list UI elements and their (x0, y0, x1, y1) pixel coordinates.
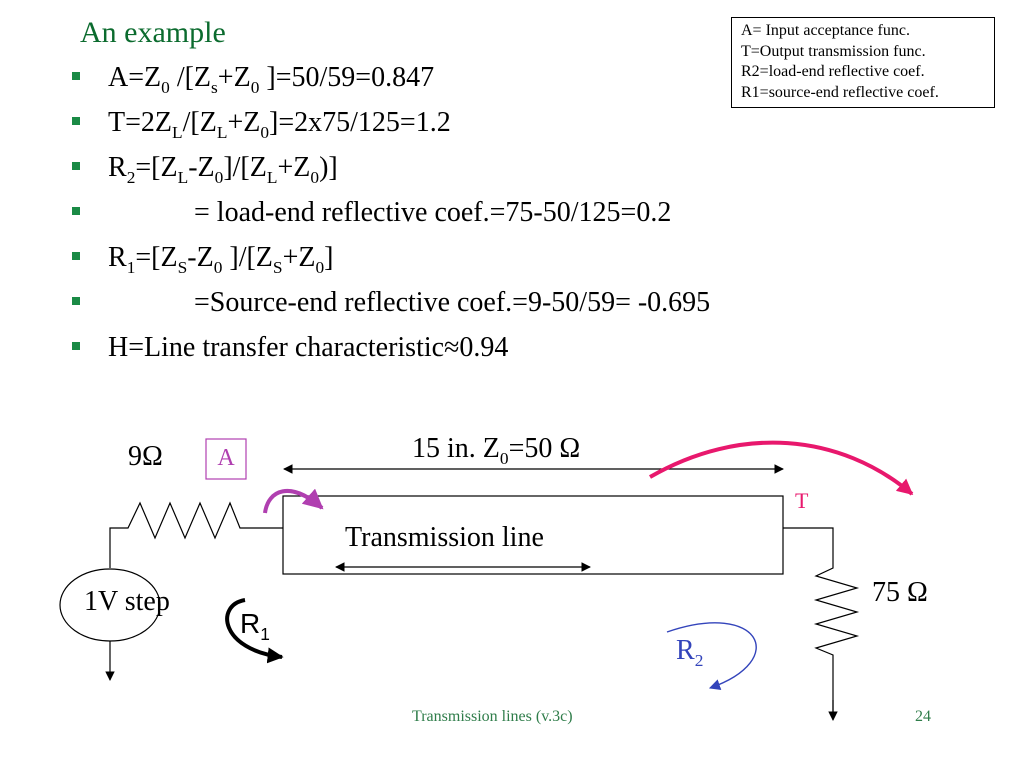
equation-a: A=Z0 /[Zs+Z0 ]=50/59=0.847 (108, 62, 435, 97)
line-length-label: 15 in. Z0=50 Ω (412, 433, 581, 468)
bullet-square-icon (72, 117, 80, 125)
source-resistor (109, 501, 283, 568)
source-end-coef-text: =Source-end reflective coef.=9-50/59= -0… (194, 287, 711, 318)
legend-line-r1: R1=source-end reflective coef. (741, 83, 939, 101)
bullet-square-icon (72, 207, 80, 215)
load-resistor (783, 527, 860, 715)
a-box-label: A (217, 445, 235, 471)
a-box (205, 438, 247, 480)
transmission-line-label: Transmission line (345, 522, 544, 553)
equation-t: T=2ZL/[ZL+Z0]=2x75/125=1.2 (108, 107, 451, 142)
legend-line-a: A= Input acceptance func. (741, 22, 910, 39)
r2-label: R2 (676, 635, 704, 670)
r2-arrow (666, 622, 757, 690)
r1-arrow (225, 598, 284, 664)
footer-text: Transmission lines (v.3c) (412, 708, 573, 725)
output-arrow (649, 440, 914, 496)
r1-label: R1 (240, 608, 270, 644)
bullet-square-icon (72, 297, 80, 305)
legend-box: A= Input acceptance func. T=Output trans… (731, 17, 995, 108)
transmission-line-box (282, 495, 784, 575)
line-transfer-text: H=Line transfer characteristic≈0.94 (108, 332, 509, 363)
page-number: 24 (915, 708, 931, 725)
legend-line-t: T=Output transmission func. (741, 42, 926, 60)
load-resistance-label: 75 Ω (872, 577, 928, 608)
legend-line-r2: R2=load-end reflective coef. (741, 63, 925, 80)
source-resistance-label: 9Ω (128, 441, 163, 472)
t-label: T (795, 488, 809, 513)
equation-r2: R2=[ZL-Z0]/[ZL+Z0)] (108, 152, 338, 187)
load-end-coef-text: = load-end reflective coef.=75-50/125=0.… (194, 197, 672, 228)
slide-title: An example (80, 16, 226, 49)
bullet-square-icon (72, 252, 80, 260)
bullet-square-icon (72, 342, 80, 350)
bullet-square-icon (72, 162, 80, 170)
equation-r1: R1=[ZS-Z0 ]/[ZS+Z0] (108, 242, 334, 277)
input-arrow (263, 488, 324, 514)
bullet-square-icon (72, 72, 80, 80)
source-label: 1V step (84, 586, 170, 617)
